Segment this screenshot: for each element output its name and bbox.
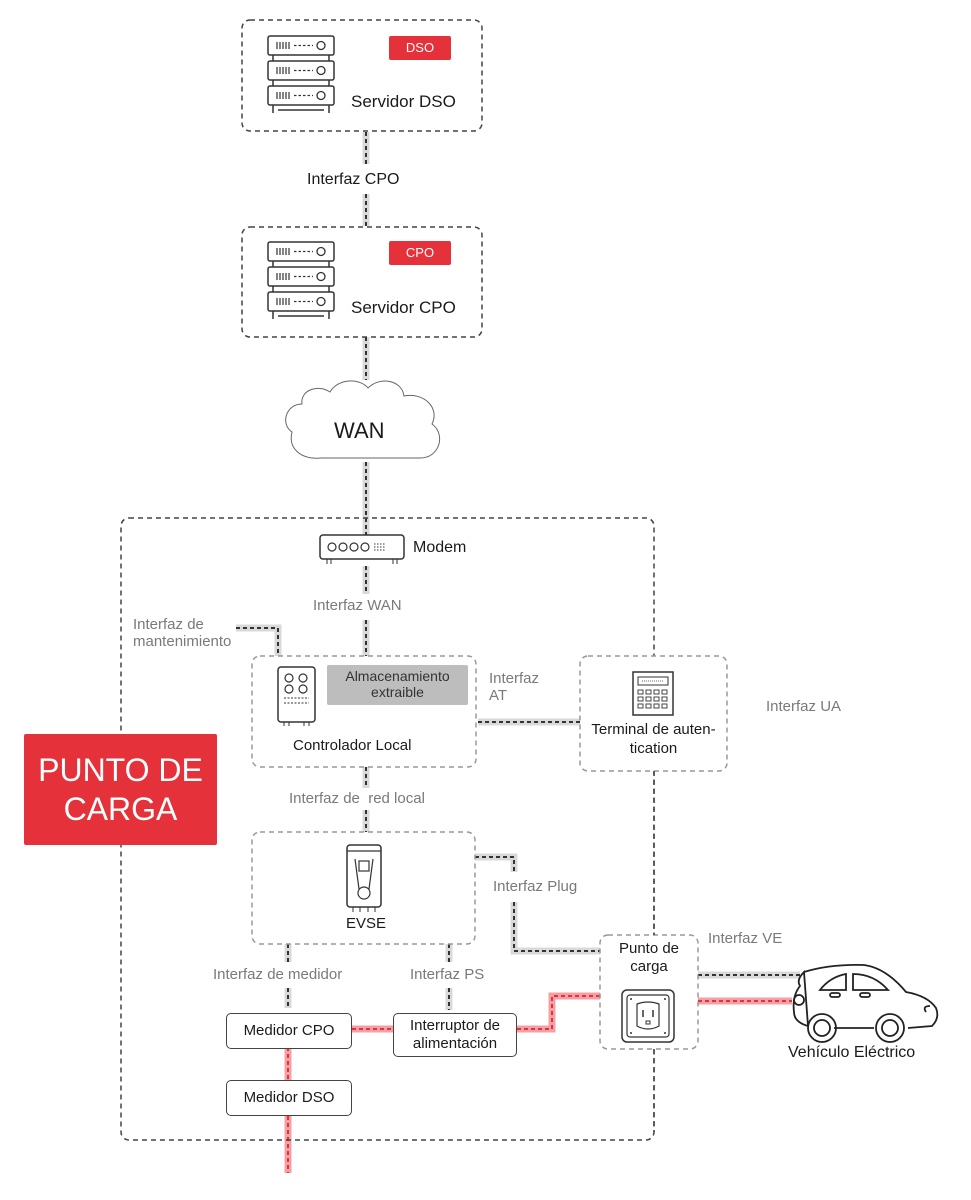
maintenance-interface-label-line2: mantenimiento [133,633,232,650]
modem-icon [319,534,405,564]
dso-badge: DSO [389,36,451,60]
modem-label: Modem [413,539,467,556]
charge-point-label-line1: Punto de [618,940,680,957]
removable-storage-badge: Almacenamiento extraible [327,665,468,705]
local-controller-label: Controlador Local [293,737,412,754]
cpo-interface-label: Interfaz CPO [307,171,400,188]
data-connectors [236,132,800,1010]
charging-station-title-line1: PUNTO DE [38,752,203,789]
cloud-icon [285,380,441,459]
charging-station-title: PUNTO DE CARGA [24,734,217,845]
controller-icon [277,666,316,726]
power-switch-label-line1: Interruptor de [409,1017,501,1034]
dso-server-label: Servidor DSO [351,92,456,111]
connector-plug-interface [475,853,600,955]
ve-interface-label: Interfaz VE [708,930,783,947]
dso-server-box [241,19,483,132]
server-rack-icon [267,241,335,319]
meter-dso-box: Medidor DSO [226,1080,352,1116]
removable-storage-line1: Almacenamiento [345,668,450,684]
vehicle-label: Vehículo Eléctrico [788,1044,916,1061]
ua-interface-label: Interfaz UA [766,698,842,715]
car-icon [792,963,939,1043]
cpo-server-box [241,226,483,338]
wan-interface-label: Interfaz WAN [313,597,402,614]
meter-interface-label: Interfaz de medidor [213,966,343,983]
socket-outlet-icon [621,989,675,1043]
evse-label: EVSE [346,915,387,932]
power-switch-box: Interruptor de alimentación [393,1013,517,1057]
meter-cpo-label: Medidor CPO [243,1022,335,1039]
at-interface-label-line2: AT [489,687,508,704]
cpo-server-label: Servidor CPO [351,298,456,317]
connector-maintenance-interface [236,624,282,656]
local-network-interface-label: Interfaz de red local [289,790,425,807]
meter-dso-label: Medidor DSO [243,1089,335,1106]
ev-charger-icon [346,844,382,912]
wan-cloud-label: WAN [334,418,385,443]
removable-storage-line2: extraible [371,684,424,701]
server-rack-icon [267,35,335,113]
charge-point-label-line2: carga [630,958,668,975]
plug-interface-label: Interfaz Plug [493,878,578,895]
power-connectors [284,992,792,1173]
ps-interface-label: Interfaz PS [410,966,485,983]
meter-cpo-box: Medidor CPO [226,1013,352,1049]
auth-terminal-label-line2: tication [629,740,678,757]
auth-terminal-label-line1: Terminal de auten- [591,721,716,738]
cpo-badge: CPO [389,241,451,265]
charging-station-title-line2: CARGA [63,790,178,827]
power-switch-label-line2: alimentación [412,1035,498,1052]
keypad-terminal-icon [632,671,674,716]
at-interface-label-line1: Interfaz [489,670,540,687]
maintenance-interface-label-line1: Interfaz de [133,616,204,633]
